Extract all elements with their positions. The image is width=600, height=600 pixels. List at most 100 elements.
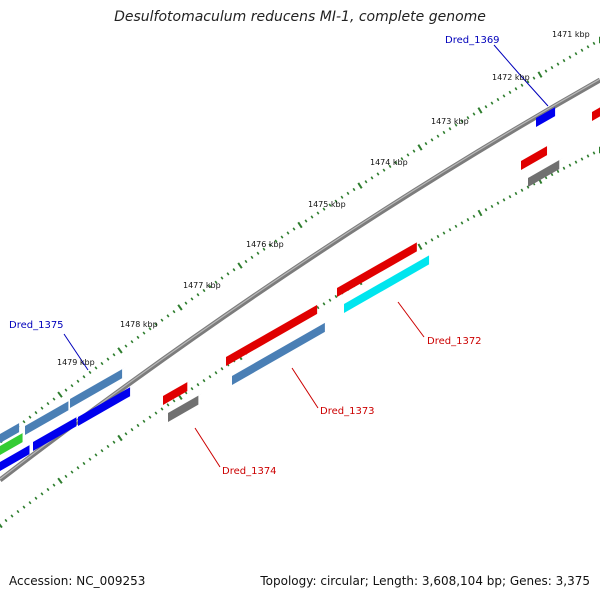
outer-tick-99 bbox=[592, 41, 596, 46]
outer-tick-32 bbox=[190, 297, 194, 301]
inner-tick-93 bbox=[556, 169, 560, 173]
inner-tick-96 bbox=[574, 160, 578, 164]
inner-tick-94 bbox=[562, 166, 566, 170]
inner-tick-1 bbox=[4, 518, 8, 523]
outer-tick-35 bbox=[208, 284, 212, 288]
outer-tick-49 bbox=[292, 227, 296, 231]
outer-tick-41 bbox=[244, 259, 248, 264]
outer-tick-27 bbox=[160, 318, 164, 322]
inner-tick-72 bbox=[430, 238, 434, 242]
outer-tick-12 bbox=[70, 384, 74, 388]
outer-tick-7 bbox=[40, 406, 44, 410]
inner-tick-87 bbox=[520, 188, 524, 192]
callout-dred-1375 bbox=[63, 333, 89, 371]
outer-tick-5 bbox=[28, 415, 32, 419]
gene-dred-1374-gray-top bbox=[168, 393, 203, 413]
gene-label-dred-1373[interactable]: Dred_1373 bbox=[320, 406, 375, 417]
outer-tick-64 bbox=[382, 168, 386, 172]
outer-tick-43 bbox=[256, 251, 260, 255]
outer-tick-57 bbox=[340, 195, 344, 199]
inner-tick-98 bbox=[586, 154, 590, 158]
ruler-label-1472: 1472 kbp bbox=[492, 73, 530, 82]
gene-red-top-right bbox=[592, 107, 600, 121]
inner-tick-7 bbox=[40, 492, 44, 496]
outer-tick-9 bbox=[52, 397, 56, 401]
outer-tick-14 bbox=[82, 375, 86, 379]
outer-tick-15 bbox=[88, 370, 92, 374]
inner-tick-99 bbox=[592, 151, 596, 155]
outer-tick-23 bbox=[136, 335, 140, 339]
inner-tick-54 bbox=[322, 302, 326, 306]
outer-tick-62 bbox=[370, 176, 374, 180]
inner-tick-74 bbox=[442, 231, 446, 235]
inner-tick-85 bbox=[508, 195, 512, 199]
inner-tick-56 bbox=[334, 294, 338, 299]
inner-tick-76 bbox=[454, 224, 458, 228]
outer-tick-22 bbox=[130, 340, 134, 344]
outer-tick-28 bbox=[166, 314, 170, 318]
outer-tick-89 bbox=[532, 76, 536, 80]
inner-tick-88 bbox=[526, 185, 530, 189]
outer-tick-39 bbox=[232, 268, 236, 272]
outer-tick-95 bbox=[568, 55, 572, 59]
ruler-labels: 1471 kbp 1472 kbp 1473 kbp 1474 kbp 1475… bbox=[57, 30, 590, 367]
gene-blue-1376a-top bbox=[78, 384, 135, 417]
outer-tick-33 bbox=[196, 293, 200, 297]
outer-tick-38 bbox=[226, 272, 230, 276]
inner-tick-12 bbox=[70, 470, 74, 474]
inner-tick-14 bbox=[82, 461, 86, 466]
gene-label-dred-1375[interactable]: Dred_1375 bbox=[9, 320, 64, 331]
outer-tick-59 bbox=[352, 187, 356, 192]
gene-label-dred-1369[interactable]: Dred_1369 bbox=[445, 35, 500, 46]
outer-tick-25 bbox=[148, 327, 152, 331]
gene-steel-1375b-top bbox=[25, 398, 73, 426]
ruler-label-1474: 1474 kbp bbox=[370, 158, 408, 167]
gene-dred-1373-steel-top bbox=[232, 320, 329, 376]
inner-tick-27 bbox=[160, 407, 164, 411]
inner-tick-20 bbox=[117, 434, 123, 442]
outer-tick-94 bbox=[562, 59, 566, 63]
inner-tick-83 bbox=[496, 201, 500, 205]
gene-green-edge-top bbox=[0, 430, 27, 446]
inner-tick-82 bbox=[490, 204, 494, 209]
gene-red-1374a bbox=[163, 382, 188, 405]
inner-tick-28 bbox=[166, 403, 170, 407]
outer-tick-50 bbox=[297, 221, 303, 229]
outer-tick-52 bbox=[310, 215, 314, 219]
inner-tick-21 bbox=[124, 432, 128, 436]
outer-tick-37 bbox=[220, 276, 224, 280]
outer-tick-46 bbox=[274, 239, 278, 243]
gene-label-dred-1374[interactable]: Dred_1374 bbox=[222, 466, 277, 477]
outer-tick-24 bbox=[142, 331, 146, 335]
outer-tick-63 bbox=[376, 172, 380, 176]
accession-text: Accession: NC_009253 bbox=[9, 574, 146, 588]
gene-blue-edge-top bbox=[0, 442, 34, 462]
gene-label-dred-1372[interactable]: Dred_1372 bbox=[427, 336, 482, 347]
gene-steel-1375a bbox=[70, 369, 123, 408]
inner-tick-19 bbox=[112, 440, 116, 444]
outer-tick-90 bbox=[537, 71, 543, 78]
gene-gray-1371 bbox=[528, 160, 560, 187]
outer-tick-45 bbox=[268, 243, 272, 247]
inner-tick-53 bbox=[316, 305, 320, 310]
outer-tick-60 bbox=[357, 182, 363, 189]
inner-tick-15 bbox=[88, 457, 92, 461]
outer-tick-61 bbox=[364, 180, 368, 184]
outer-tick-47 bbox=[280, 235, 284, 239]
outer-tick-56 bbox=[334, 199, 338, 203]
ruler-label-1475: 1475 kbp bbox=[308, 200, 346, 209]
gene-red-top-right-top bbox=[592, 107, 600, 112]
outer-tick-73 bbox=[436, 134, 440, 138]
outer-tick-66 bbox=[394, 160, 398, 165]
outer-tick-75 bbox=[448, 127, 452, 131]
inner-tick-18 bbox=[106, 444, 110, 449]
outer-tick-51 bbox=[304, 219, 308, 223]
callout-dred-1373 bbox=[291, 367, 319, 409]
outer-tick-11 bbox=[64, 388, 68, 392]
inner-tick-79 bbox=[472, 214, 476, 218]
inner-tick-84 bbox=[502, 198, 506, 202]
gene-gray-1371-top bbox=[528, 157, 564, 178]
inner-tick-29 bbox=[172, 399, 176, 403]
outer-tick-78 bbox=[466, 116, 470, 120]
